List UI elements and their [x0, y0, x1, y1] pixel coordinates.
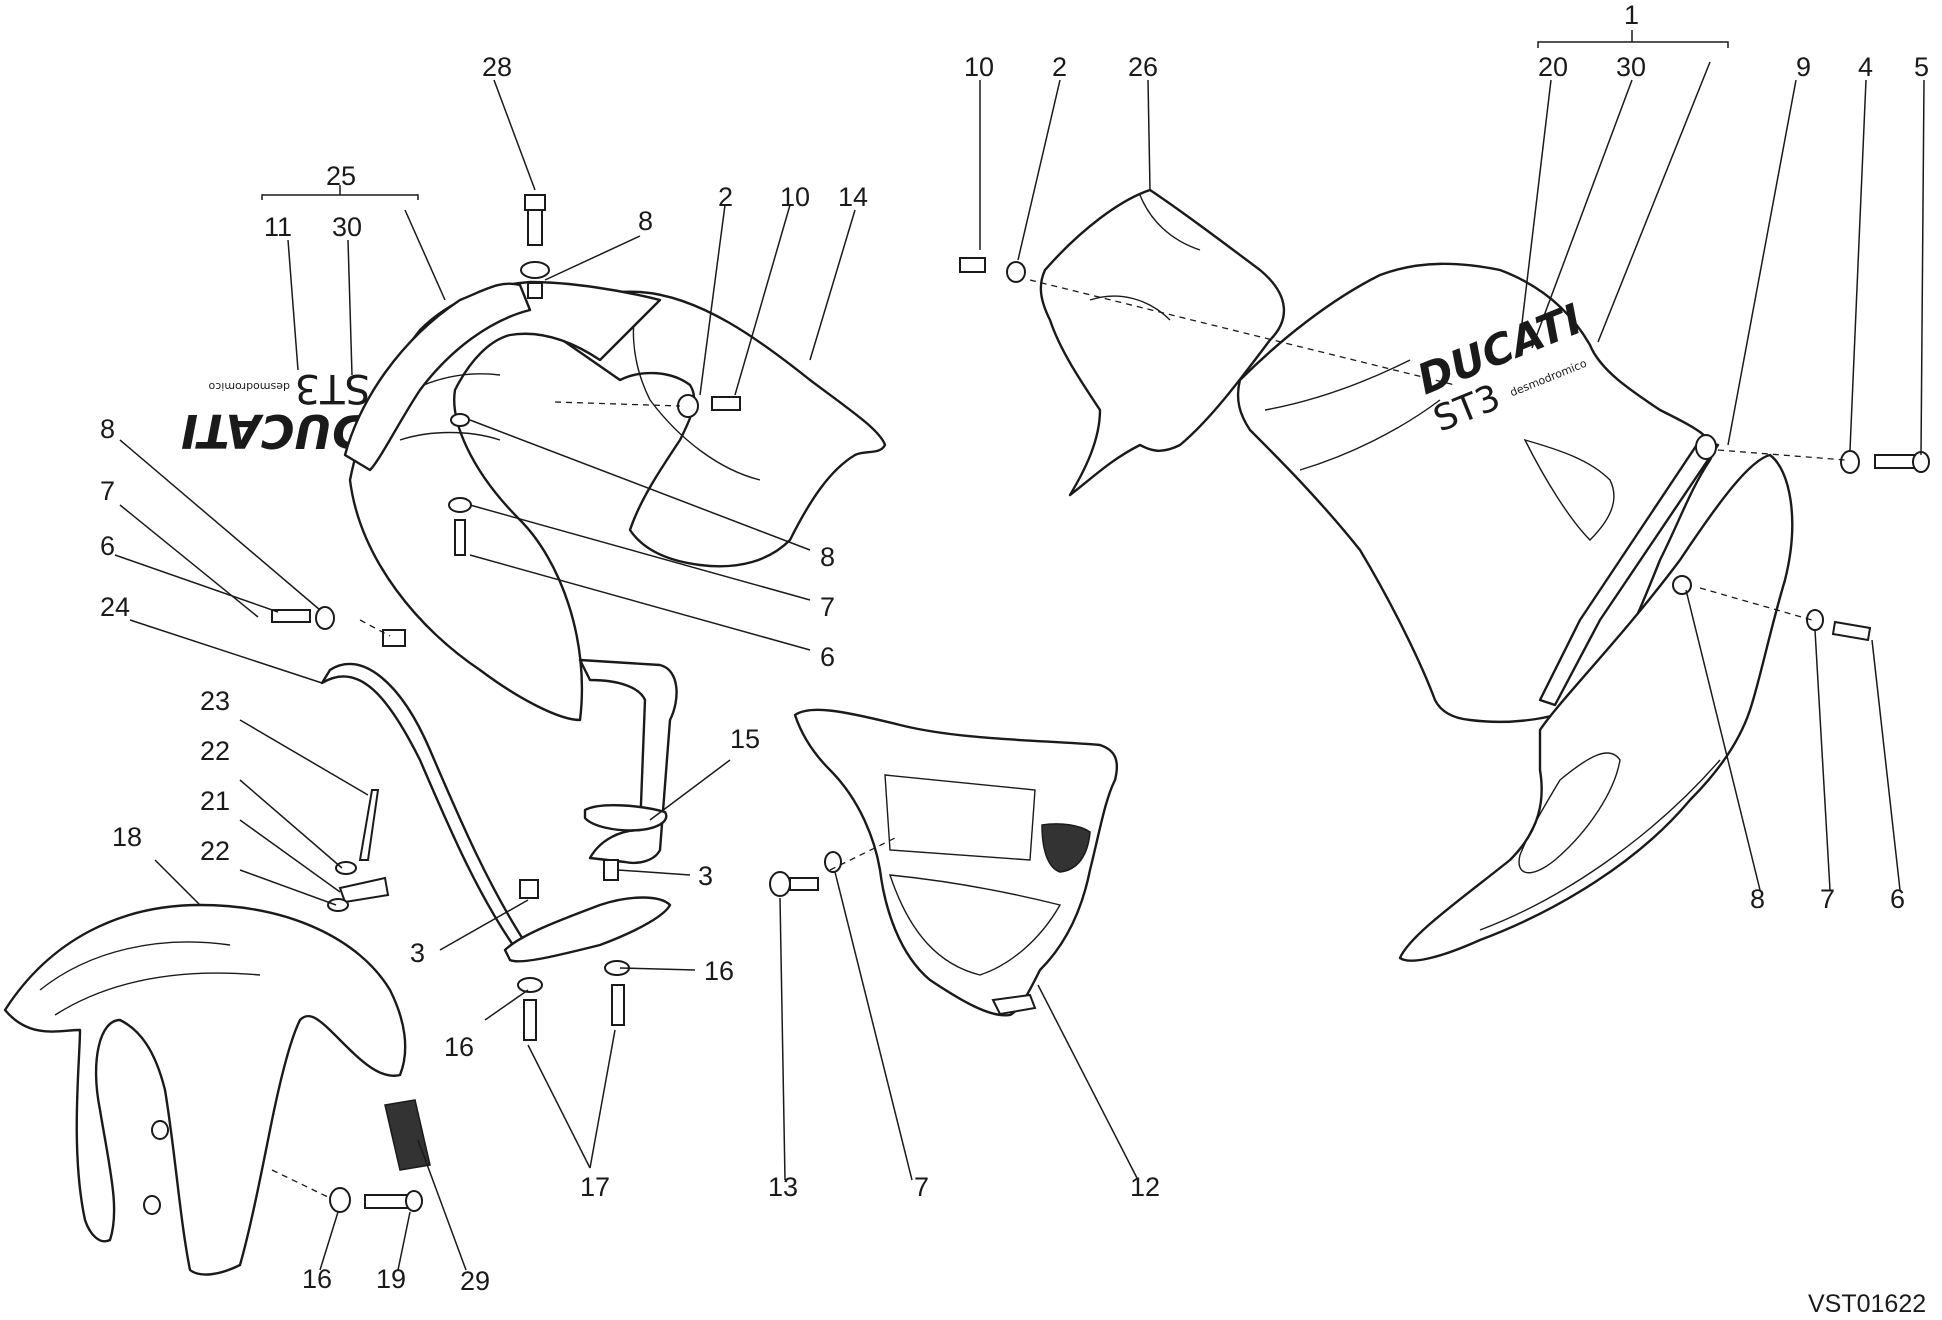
- callout-21: 21: [200, 786, 230, 816]
- part-26-inner-panel: [1039, 188, 1285, 497]
- part-29-reflector: [384, 1099, 431, 1171]
- callout-7-left: 7: [100, 476, 115, 506]
- callout-1: 1: [1624, 0, 1639, 30]
- decal-tagline-text: desmodromico: [208, 380, 290, 393]
- callout-6-mid: 6: [820, 642, 835, 672]
- callout-20: 20: [1538, 52, 1568, 82]
- callout-24: 24: [100, 592, 130, 622]
- callout-23: 23: [200, 686, 230, 716]
- callout-13: 14: [838, 182, 868, 212]
- part-24-nose-cone: [348, 280, 662, 722]
- callout-22-top: 22: [200, 736, 230, 766]
- callout-10-left: 10: [780, 182, 810, 212]
- callout-6-left: 6: [100, 531, 115, 561]
- callout-26: 26: [1128, 52, 1158, 82]
- callout-7-bottom: 7: [914, 1172, 929, 1202]
- callout-25: 25: [326, 161, 356, 191]
- callout-16-left: 16: [444, 1032, 474, 1062]
- callout-17: 17: [580, 1172, 610, 1202]
- callout-28: 28: [482, 52, 512, 82]
- callout-29: 29: [460, 1266, 490, 1296]
- part-18-front-mudguard: [3, 903, 407, 1276]
- hardware-left: [271, 194, 741, 1041]
- callout-3-right: 3: [698, 861, 713, 891]
- callout-6-right: 6: [1890, 884, 1905, 914]
- leader-lines: [114, 30, 1925, 1271]
- part-24-support-rod: [320, 662, 532, 957]
- part-9-trim-strip: [1538, 438, 1720, 707]
- callout-16-right: 16: [704, 956, 734, 986]
- callout-8-mid: 8: [820, 542, 835, 572]
- decal-model-text: ST3: [295, 365, 370, 411]
- callout-10-right: 10: [964, 52, 994, 82]
- hardware-right: [959, 257, 1930, 642]
- callout-9: 9: [1796, 52, 1811, 82]
- callout-2-right: 2: [1052, 52, 1067, 82]
- callout-7-right: 7: [1820, 884, 1835, 914]
- part-15-plate: [583, 804, 668, 832]
- callout-16-bottom: 16: [302, 1264, 332, 1294]
- callout-14: 13: [768, 1172, 798, 1202]
- decal-25-logo: DUCATI ST3 desmodromico: [181, 365, 370, 458]
- callout-11: 11: [264, 212, 292, 242]
- callout-19: 19: [376, 1264, 406, 1294]
- callout-12: 12: [1130, 1172, 1160, 1202]
- callout-labels: 28 25 11 30 8 2 10 14 8 7 6 8 7 6 24 23 …: [100, 0, 1929, 1318]
- callout-7-mid: 7: [820, 592, 835, 622]
- drawing-code: VST01622: [1808, 1290, 1926, 1318]
- callout-4: 4: [1858, 52, 1873, 82]
- callout-15: 15: [730, 724, 760, 754]
- part-25-inner-panel: [343, 282, 532, 472]
- part-lower-belly-pan: [1398, 453, 1794, 962]
- callout-8-left: 8: [100, 414, 115, 444]
- bracket-plate: [503, 896, 672, 963]
- callout-8-top: 8: [638, 206, 653, 236]
- callout-3-left: 3: [410, 938, 425, 968]
- callout-5: 5: [1914, 52, 1929, 82]
- callout-8-right: 8: [1750, 884, 1765, 914]
- callout-30-left: 30: [332, 212, 362, 242]
- part-15-bracket: [578, 658, 678, 864]
- callout-30-right: 30: [1616, 52, 1646, 82]
- callout-2-left: 2: [718, 182, 733, 212]
- part-13-fairing-upper: [546, 290, 887, 568]
- callout-18: 18: [112, 822, 142, 852]
- part-12-lower-panel: [793, 708, 1119, 1017]
- decal-brand-text: DUCATI: [181, 404, 370, 458]
- callout-22-bottom: 22: [200, 836, 230, 866]
